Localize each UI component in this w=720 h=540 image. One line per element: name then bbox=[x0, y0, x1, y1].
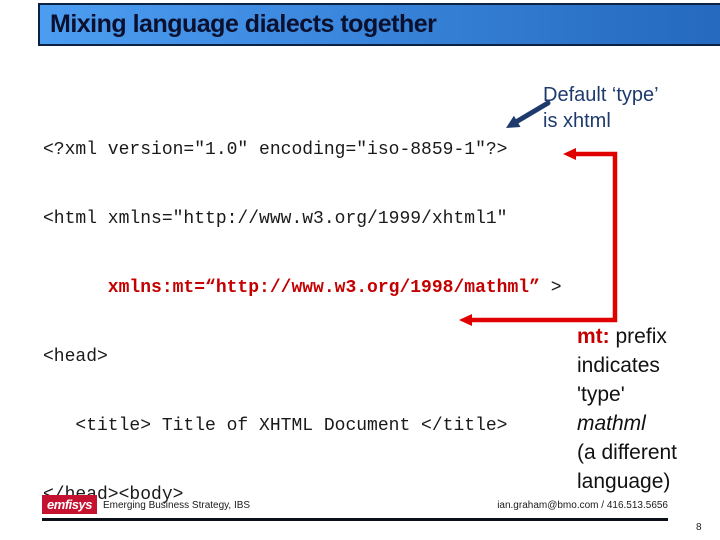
code-block: <?xml version="1.0" encoding="iso-8859-1… bbox=[43, 93, 562, 540]
footer-divider bbox=[42, 518, 668, 521]
code-line-5: <title> Title of XHTML Document </title> bbox=[43, 416, 508, 436]
footer-contact: ian.graham@bmo.com / 416.513.5656 bbox=[497, 500, 668, 511]
emfisys-logo-text: emfisys bbox=[47, 497, 92, 512]
annotation-default-type-line2: is xhtml bbox=[543, 110, 611, 132]
code-line-4: <head> bbox=[43, 347, 108, 367]
code-line-2: <html xmlns="http://www.w3.org/1999/xhtm… bbox=[43, 209, 508, 229]
annotation-mt-prefix-line4: mathml bbox=[577, 412, 646, 435]
page-number: 8 bbox=[696, 522, 702, 533]
code-line-3: xmlns:mt=“http://www.w3.org/1998/mathml”… bbox=[43, 278, 562, 298]
annotation-mt-prefix-line6: language) bbox=[577, 470, 671, 493]
annotation-mt-prefix: mt: prefix indicates 'type' mathml (a di… bbox=[577, 322, 677, 496]
annotation-mt-prefix-line3: 'type' bbox=[577, 383, 625, 406]
annotation-mt-prefix-line2: indicates bbox=[577, 354, 660, 377]
annotation-mt-prefix-line5: (a different bbox=[577, 441, 678, 464]
page-title: Mixing language dialects together bbox=[50, 10, 437, 38]
slide-header-bar: Mixing language dialects together bbox=[38, 3, 720, 46]
annotation-mt-prefix-line1: mt: prefix bbox=[577, 325, 667, 348]
annotation-default-type: Default ‘type’ is xhtml bbox=[543, 82, 659, 134]
code-line-1: <?xml version="1.0" encoding="iso-8859-1… bbox=[43, 140, 508, 160]
emfisys-logo: emfisys bbox=[42, 495, 97, 514]
annotation-default-type-line1: Default ‘type’ bbox=[543, 84, 659, 106]
footer-department: Emerging Business Strategy, IBS bbox=[103, 500, 251, 511]
